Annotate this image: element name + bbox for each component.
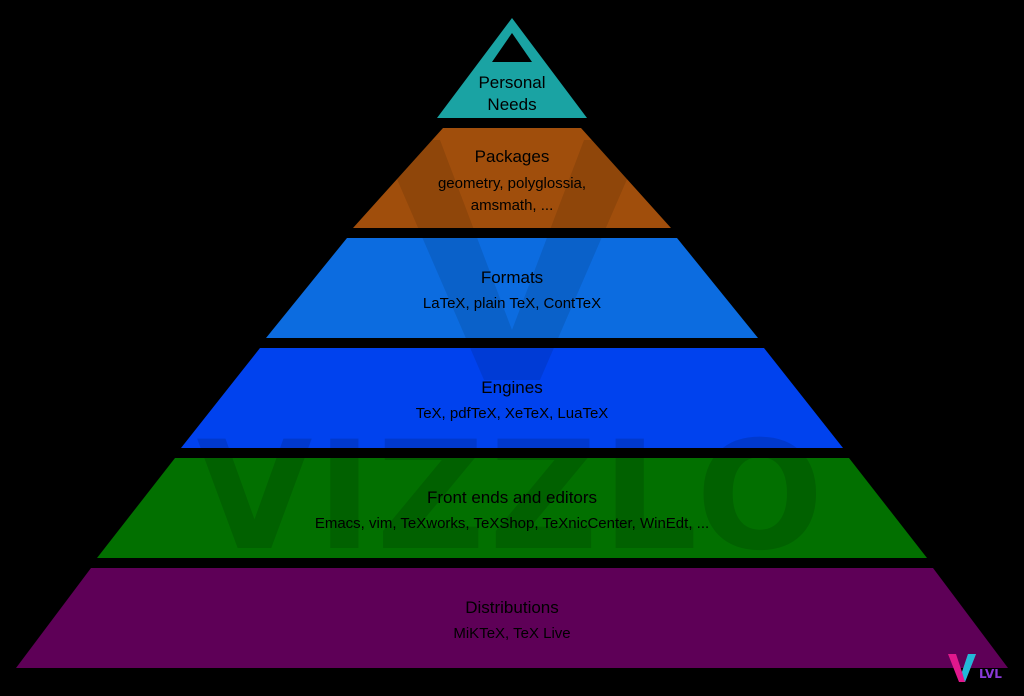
- tier-distributions: [16, 568, 1008, 668]
- tier-formats: [266, 238, 758, 338]
- logo-v-mark-right: [962, 654, 976, 682]
- tier-packages-subtitle-2: amsmath, ...: [471, 197, 554, 214]
- tier-packages-subtitle: geometry, polyglossia,: [438, 175, 586, 192]
- tier-distributions-title: Distributions: [465, 598, 559, 617]
- tier-front-ends-subtitle: Emacs, vim, TeXworks, TeXShop, TeXnicCen…: [315, 515, 709, 532]
- watermark-text: VIZZLO: [196, 410, 827, 584]
- tier-personal-title: Personal: [478, 73, 545, 92]
- tier-formats-subtitle: LaTeX, plain TeX, ContTeX: [423, 295, 601, 312]
- tier-engines-subtitle: TeX, pdfTeX, XeTeX, LuaTeX: [416, 405, 609, 422]
- tier-personal-needs: [437, 18, 587, 118]
- tier-personal-subtitle: Needs: [487, 95, 536, 114]
- logo-text: LVL: [979, 667, 1002, 681]
- tier-formats-title: Formats: [481, 268, 543, 287]
- watermark-v-shape: [380, 140, 644, 380]
- tier-front-ends: [97, 458, 927, 558]
- tier-packages: [353, 128, 671, 228]
- tier-engines: [181, 348, 843, 448]
- tier-packages-title: Packages: [475, 147, 550, 166]
- vizzlo-logo: LVL: [948, 654, 1002, 682]
- tier-engines-title: Engines: [481, 378, 542, 397]
- tier-front-ends-title: Front ends and editors: [427, 488, 597, 507]
- tier-distributions-subtitle: MiKTeX, TeX Live: [453, 625, 570, 642]
